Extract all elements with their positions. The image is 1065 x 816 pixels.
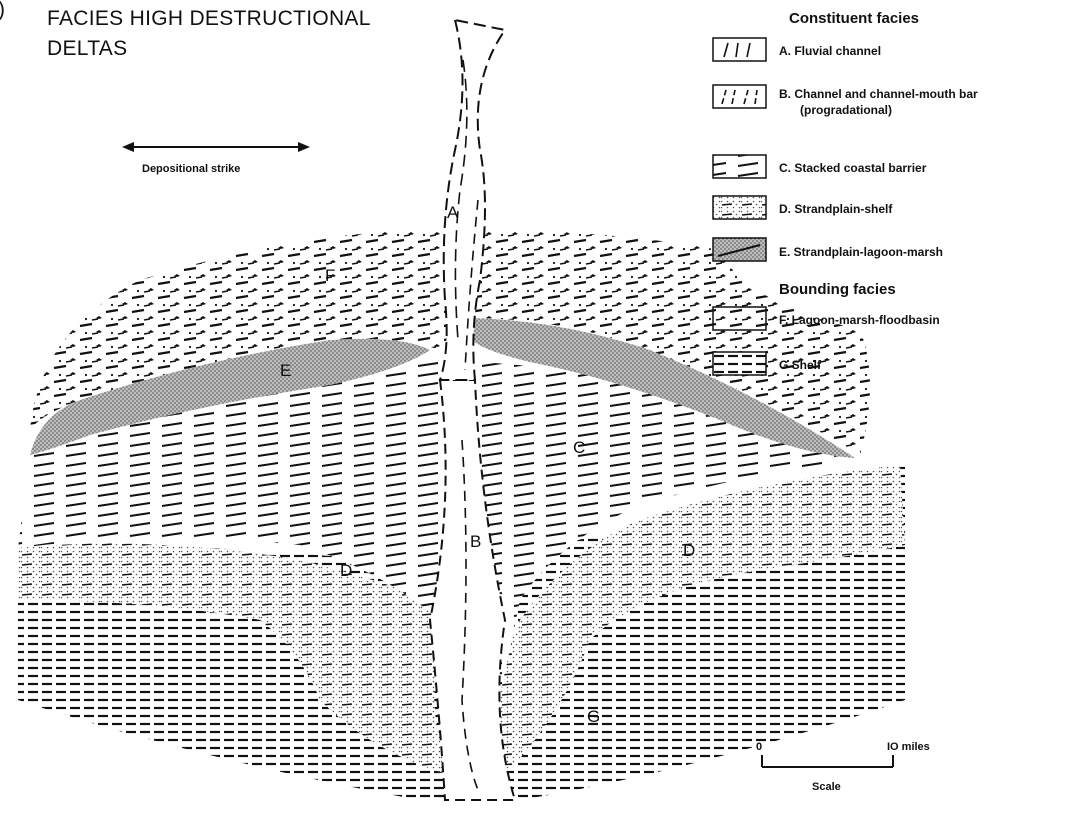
legend-item-d: D. Strandplain-shelf: [713, 196, 893, 219]
figure-title-line-1: FACIES HIGH DESTRUCTIONAL: [47, 7, 371, 30]
legend-item-f: F. Lagoon-marsh-floodbasin: [713, 307, 940, 330]
figure-title-line-2: DELTAS: [47, 37, 127, 60]
legend-item-e: E. Strandplain-lagoon-marsh: [713, 238, 943, 261]
scale-bar: [762, 755, 893, 767]
facies-label-d-left: D: [340, 561, 352, 580]
legend-item-a: A. Fluvial channel: [713, 38, 881, 61]
legend-label-e: E. Strandplain-lagoon-marsh: [779, 245, 943, 259]
panel-mark: ): [0, 0, 5, 21]
legend-label-b: B. Channel and channel-mouth bar: [779, 87, 978, 101]
legend-swatch-a: [713, 38, 766, 61]
depositional-strike-arrow: [122, 142, 310, 152]
legend-swatch-d: [713, 196, 766, 219]
block-diagram: [18, 20, 905, 800]
legend-heading-bounding: Bounding facies: [779, 281, 896, 298]
scale-start-label: 0: [756, 741, 762, 753]
legend: Constituent facies A. Fluvial channel B.…: [713, 10, 978, 375]
facies-label-b: B: [470, 532, 481, 551]
facies-label-f: F: [325, 266, 335, 285]
legend-heading-constituent: Constituent facies: [789, 10, 919, 27]
facies-label-e: E: [280, 361, 291, 380]
legend-label-g: G Shelf: [779, 358, 822, 372]
depositional-strike-label: Depositional strike: [142, 163, 240, 175]
legend-swatch-f: [713, 307, 766, 330]
legend-label-d: D. Strandplain-shelf: [779, 202, 893, 216]
legend-item-b: B. Channel and channel-mouth bar (progra…: [713, 85, 978, 117]
scale-end-label: IO miles: [887, 741, 930, 753]
facies-label-g: G: [587, 707, 600, 726]
legend-swatch-b: [713, 85, 766, 108]
legend-label-f: F. Lagoon-marsh-floodbasin: [779, 313, 940, 327]
legend-label-c: C. Stacked coastal barrier: [779, 161, 927, 175]
facies-label-d-right: D: [683, 541, 695, 560]
legend-label-a: A. Fluvial channel: [779, 44, 881, 58]
facies-label-a: A: [447, 203, 459, 222]
legend-item-c: C. Stacked coastal barrier: [713, 155, 927, 178]
legend-label-b-line2: (progradational): [800, 103, 892, 117]
legend-swatch-g: [713, 352, 766, 375]
legend-swatch-c: [713, 155, 766, 178]
facies-label-c: C: [573, 438, 585, 457]
scale-caption: Scale: [812, 781, 841, 793]
